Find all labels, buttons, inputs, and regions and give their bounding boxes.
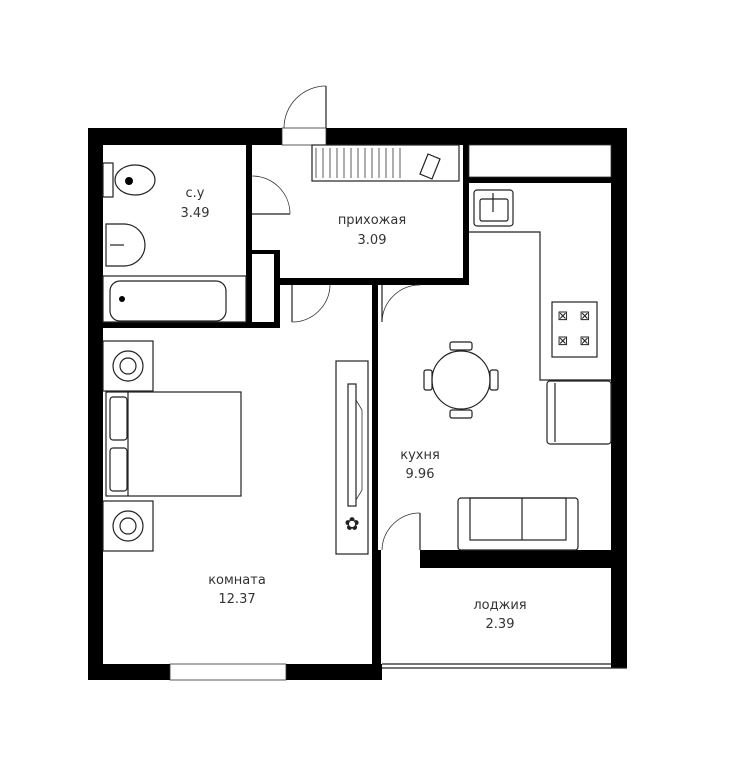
room-label-bathroom: с.у 3.49 (181, 186, 210, 221)
room-area: 9.96 (406, 467, 435, 482)
room-label-loggia: лоджия 2.39 (473, 598, 526, 632)
room-label-kitchen: кухня 9.96 (400, 448, 440, 482)
svg-text:⊠: ⊠ (558, 309, 569, 324)
room-area: 12.37 (218, 592, 255, 607)
sink-icon (105, 223, 146, 267)
nightstand-icon (102, 340, 154, 392)
svg-text:⊠: ⊠ (558, 334, 569, 349)
kitchen-sink-icon (473, 189, 514, 227)
room-area: 3.09 (358, 233, 387, 248)
kitchen-counter (469, 231, 611, 381)
walls (88, 128, 627, 680)
room-name: лоджия (473, 598, 526, 613)
room-area: 2.39 (486, 617, 515, 632)
room-label-hallway: прихожая 3.09 (338, 213, 406, 248)
svg-text:⊠: ⊠ (580, 309, 591, 324)
dining-table-icon (423, 341, 499, 419)
bathtub-icon (102, 275, 247, 323)
room-name: комната (208, 573, 266, 588)
svg-text:⊠: ⊠ (580, 334, 591, 349)
radiator-icon (311, 144, 460, 182)
entry-opening (281, 127, 327, 146)
stove-icon: ⊠ ⊠ ⊠ ⊠ (551, 301, 598, 358)
nightstand-icon (102, 500, 154, 552)
tv-stand-icon (335, 360, 369, 555)
room-area: 3.49 (181, 206, 210, 221)
fridge-icon (546, 380, 612, 445)
room-name: кухня (400, 448, 440, 463)
room-label-room: комната 12.37 (208, 573, 266, 607)
toilet-icon (102, 162, 156, 198)
room-window (169, 663, 287, 681)
room-name: с.у (186, 186, 205, 201)
kitchen-niche (468, 144, 612, 178)
room-name: прихожая (338, 213, 406, 228)
loggia-door[interactable] (381, 512, 421, 551)
entry-door[interactable] (283, 85, 327, 129)
plant-icon: ✿ (344, 514, 359, 535)
kitchen-door[interactable] (381, 284, 421, 323)
room-door[interactable] (291, 284, 331, 323)
sofa-icon (457, 497, 579, 551)
bathroom-door[interactable] (251, 175, 291, 215)
bed-icon (105, 391, 242, 497)
